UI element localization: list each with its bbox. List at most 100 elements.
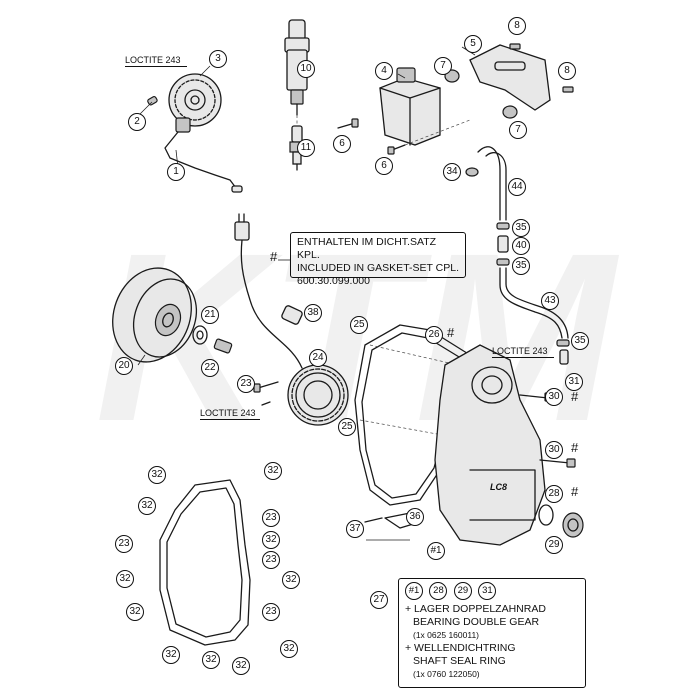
callout-c8a: 8 [508, 17, 526, 35]
hose-43 [499, 267, 569, 339]
callout-c27: 27 [370, 591, 388, 609]
callout-c40: 40 [512, 237, 530, 255]
loctite-label-top: LOCTITE 243 [125, 55, 181, 65]
callout-c32i: 32 [202, 651, 220, 669]
speed-sensor-1 [164, 117, 243, 193]
callout-c34: 34 [443, 163, 461, 181]
callout-c28: 28 [545, 485, 563, 503]
loctite-label-right: LOCTITE 243 [492, 346, 548, 356]
callout-c1: 1 [167, 163, 185, 181]
bearing-ref-4: 31 [478, 582, 497, 600]
bearing-28 [538, 504, 554, 526]
callout-c6b: 6 [375, 157, 393, 175]
bearing-item-2-en: SHAFT SEAL RING [413, 655, 506, 667]
callout-c31: 31 [565, 373, 583, 391]
callout-c35b: 35 [512, 257, 530, 275]
callout-c36: 36 [406, 508, 424, 526]
screw-8b [562, 86, 574, 93]
fitting-31 [559, 349, 569, 365]
callout-c26: 26 [425, 326, 443, 344]
callout-c32d: 32 [262, 531, 280, 549]
hash-mark-28: # [571, 484, 579, 499]
callout-c32h: 32 [162, 646, 180, 664]
clamp-35b [496, 258, 510, 266]
bearing-note-refs: #1 28 29 31 [405, 580, 505, 600]
callout-c44: 44 [508, 178, 526, 196]
callout-c29: 29 [545, 536, 563, 554]
loctite-underline-3 [200, 419, 260, 420]
callout-c32k: 32 [280, 640, 298, 658]
screw-23b [261, 401, 271, 406]
callout-c37: 37 [346, 520, 364, 538]
callout-c3: 3 [209, 50, 227, 68]
callout-c4: 4 [375, 62, 393, 80]
callout-c8b: 8 [558, 62, 576, 80]
cover-logo: LC8 [490, 482, 507, 492]
sensor-sprocket-3 [168, 73, 222, 127]
screw-37 [364, 517, 383, 523]
loctite-underline-1 [125, 66, 187, 67]
bearing-ref-1: #1 [405, 582, 423, 600]
callout-c7a: 7 [434, 57, 452, 75]
callout-c2: 2 [128, 113, 146, 131]
rubber-7b [502, 105, 518, 119]
screw-8a [509, 43, 521, 50]
hash-mark-26: # [447, 325, 455, 340]
screw-30b [539, 458, 576, 468]
callout-c35a: 35 [512, 219, 530, 237]
callout-c6a: 6 [333, 135, 351, 153]
callout-c43: 43 [541, 292, 559, 310]
callout-c5: 5 [464, 35, 482, 53]
grommet-38 [281, 305, 303, 325]
stator-cable [234, 213, 303, 369]
callout-c32f: 32 [282, 571, 300, 589]
callout-c11: 11 [297, 139, 315, 157]
callout-c20: 20 [115, 357, 133, 375]
crankcase-gasket [159, 479, 251, 646]
hose-44 [477, 146, 507, 221]
callout-c35c: 35 [571, 332, 589, 350]
bearing-item-1-part: (1x 0625 160011) [413, 630, 480, 640]
bearing-ref-2: 28 [429, 582, 448, 600]
bearing-note-box: + LAGER DOPPELZAHNRAD BEARING DOUBLE GEA… [398, 578, 586, 688]
callout-c32c: 32 [138, 497, 156, 515]
callout-c23c: 23 [115, 535, 133, 553]
hash-mark-30b: # [571, 440, 579, 455]
callout-c22: 22 [201, 359, 219, 377]
callout-c7b: 7 [509, 121, 527, 139]
bearing-item-1-en: BEARING DOUBLE GEAR [413, 616, 540, 628]
callout-c21: 21 [201, 306, 219, 324]
gasket-note-line-2: INCLUDED IN GASKET-SET CPL. [297, 262, 460, 274]
callout-c32e: 32 [116, 570, 134, 588]
bearing-ref-3: 29 [453, 582, 472, 600]
screw-2 [147, 96, 158, 106]
callout-c32j: 32 [232, 657, 250, 675]
callout-c23b: 23 [262, 509, 280, 527]
control-unit-4 [379, 67, 441, 146]
gasket-note-line-1: ENTHALTEN IM DICHT.SATZ KPL. [297, 236, 437, 261]
clamp-34 [465, 167, 479, 177]
callout-c32a: 32 [148, 466, 166, 484]
bearing-item-2-part: (1x 0760 122050) [413, 669, 480, 679]
clamp-35c [556, 339, 570, 347]
callout-c25a: 25 [350, 316, 368, 334]
gasket-note-box: ENTHALTEN IM DICHT.SATZ KPL. INCLUDED IN… [290, 232, 466, 287]
bracket-5 [469, 44, 551, 111]
callout-c1h: #1 [427, 542, 445, 560]
callout-c10: 10 [297, 60, 315, 78]
fitting-40 [497, 235, 509, 253]
callout-c30a: 30 [545, 388, 563, 406]
loctite-label-left: LOCTITE 243 [200, 408, 256, 418]
callout-c32b: 32 [264, 462, 282, 480]
callout-c23e: 23 [262, 603, 280, 621]
loctite-underline-2 [492, 357, 554, 358]
callout-c23a: 23 [237, 375, 255, 393]
callout-c24: 24 [309, 349, 327, 367]
stator-24 [287, 364, 349, 426]
callout-c23d: 23 [262, 551, 280, 569]
clamp-35a [496, 222, 510, 230]
bolt-22 [213, 338, 233, 354]
bearing-item-2-de: + WELLENDICHTRING [405, 642, 516, 654]
callout-c38: 38 [304, 304, 322, 322]
